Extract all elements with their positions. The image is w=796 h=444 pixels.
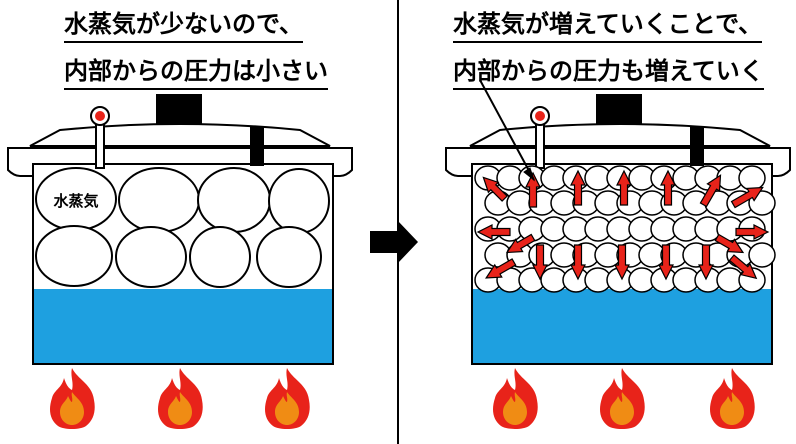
flame-icon bbox=[265, 368, 310, 429]
pressure-arrow bbox=[476, 224, 511, 240]
lid-latch bbox=[250, 126, 264, 166]
pressure-arrow bbox=[484, 258, 517, 279]
pressure-arrow bbox=[699, 174, 722, 208]
arrow-right-icon bbox=[370, 221, 418, 263]
valve-indicator bbox=[535, 111, 545, 121]
right-flames bbox=[493, 368, 755, 429]
left-cooker: 水蒸気 bbox=[7, 94, 353, 429]
pressure-arrow bbox=[525, 171, 541, 208]
pressure-arrow bbox=[728, 254, 758, 280]
water bbox=[34, 289, 332, 363]
pressure-arrow bbox=[570, 169, 586, 206]
steam-bubble bbox=[748, 242, 776, 268]
pressure-arrow bbox=[714, 233, 745, 254]
pressure-arrow bbox=[614, 244, 630, 281]
pressure-arrow bbox=[616, 169, 632, 206]
right-caption-line1: 水蒸気が増えていくことで、 bbox=[453, 10, 763, 43]
flame-icon bbox=[493, 368, 538, 429]
flame-icon bbox=[710, 368, 755, 429]
left-caption-line2: 内部からの圧力は小さい bbox=[64, 57, 328, 90]
steam-label: 水蒸気 bbox=[53, 192, 98, 210]
flame-icon bbox=[50, 368, 95, 429]
water bbox=[473, 289, 771, 363]
pressure-arrow bbox=[532, 244, 548, 281]
lid-handle bbox=[156, 94, 202, 126]
left-flames bbox=[50, 368, 310, 429]
pressure-arrow bbox=[730, 186, 764, 209]
pressure-arrow bbox=[698, 244, 714, 281]
lid-handle bbox=[596, 94, 642, 126]
flame-icon bbox=[158, 368, 203, 429]
pressure-arrows bbox=[476, 169, 770, 281]
pressure-arrow bbox=[505, 233, 536, 254]
caption-pointer-head bbox=[523, 167, 536, 182]
caption-pointer bbox=[479, 79, 535, 181]
steam-bubbles bbox=[35, 167, 330, 288]
pressure-arrow bbox=[570, 244, 586, 281]
left-caption-line1: 水蒸気が少ないので、 bbox=[64, 10, 304, 43]
lid-dome bbox=[29, 123, 331, 147]
flame-icon bbox=[600, 368, 645, 429]
pressure-arrow bbox=[660, 169, 676, 206]
right-caption-line2: 内部からの圧力も増えていく bbox=[453, 57, 764, 90]
pressure-arrow bbox=[735, 224, 770, 240]
lid-latch bbox=[690, 126, 704, 166]
lid-dome bbox=[469, 123, 771, 147]
right-cooker bbox=[445, 79, 791, 429]
valve-indicator bbox=[95, 111, 105, 121]
pressure-arrow bbox=[658, 244, 674, 281]
pressure-arrow bbox=[482, 176, 508, 202]
steam-bubble bbox=[738, 165, 766, 191]
